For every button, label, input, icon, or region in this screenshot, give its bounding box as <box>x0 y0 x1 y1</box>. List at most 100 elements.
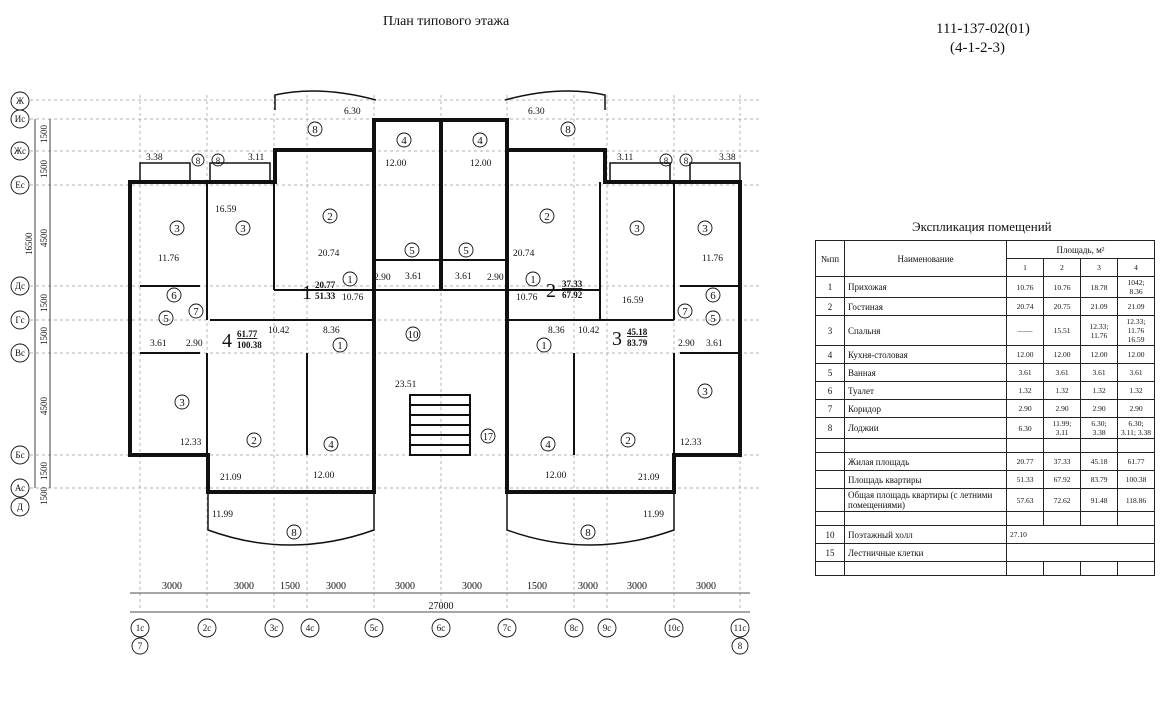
axis-label: 9с <box>603 623 612 633</box>
dim-bottom: 3000 <box>326 581 346 592</box>
room-mark: 2 <box>625 435 631 447</box>
area-label: 12.00 <box>385 159 407 169</box>
empty-cell <box>1117 511 1155 526</box>
room-mark: 5 <box>463 245 469 257</box>
extra-value <box>1006 543 1155 562</box>
header-num: №пп <box>815 240 845 277</box>
axis-label: Д <box>17 502 23 512</box>
apartment-total: 100.38 <box>237 340 262 350</box>
row-value: 12.33; 11.76 <box>1080 315 1118 346</box>
row-value: 11.99; 3.11 <box>1043 417 1081 439</box>
room-mark: 8 <box>216 156 221 166</box>
axis-label: Ж <box>16 96 25 106</box>
area-label: 10.76 <box>516 293 538 303</box>
extra-num: 15 <box>815 543 845 562</box>
row-num: 1 <box>815 276 845 298</box>
dim-bottom: 1500 <box>527 581 547 592</box>
room-mark: 4 <box>401 135 407 147</box>
outer-walls <box>128 118 742 494</box>
row-value: 12.00 <box>1006 345 1044 364</box>
header-apt: 1 <box>1006 258 1044 277</box>
axis-label: 7 <box>138 641 143 651</box>
table-gap-row <box>815 511 1155 526</box>
dim-left: 1500 <box>39 327 49 346</box>
summary-value: 118.86 <box>1117 488 1155 512</box>
axis-label: 6с <box>437 623 446 633</box>
row-value: 20.74 <box>1006 297 1044 316</box>
dim-bottom: 3000 <box>234 581 254 592</box>
summary-value: 20.77 <box>1006 452 1044 471</box>
room-mark: 2 <box>251 435 257 447</box>
axis-label: Жс <box>14 146 26 156</box>
summary-value: 83.79 <box>1080 470 1118 489</box>
row-num: 2 <box>815 297 845 316</box>
row-value: 18.78 <box>1080 276 1118 298</box>
loggias <box>139 90 741 546</box>
inner-walls <box>140 182 740 456</box>
page-title: План типового этажа <box>383 14 510 29</box>
room-mark: 6 <box>710 290 716 302</box>
axis-label: 1с <box>136 623 145 633</box>
apartment-living: 37.33 <box>562 279 583 289</box>
dim-bottom: 3000 <box>627 581 647 592</box>
header-apt: 3 <box>1080 258 1118 277</box>
empty-cell <box>1043 561 1081 576</box>
area-label: 16.59 <box>622 296 644 306</box>
row-value: 10.76 <box>1006 276 1044 298</box>
empty-cell <box>1080 511 1118 526</box>
apartment-total: 83.79 <box>627 338 648 348</box>
area-label: 3.38 <box>719 153 736 163</box>
empty-cell <box>844 511 1007 526</box>
area-label: 2.90 <box>186 339 203 349</box>
row-value: 20.75 <box>1043 297 1081 316</box>
room-mark: 8 <box>565 124 571 136</box>
table-gap-row <box>815 561 1155 576</box>
room-area-labels: 6.30 6.30 3.38 3.11 3.11 3.38 12.00 12.0… <box>146 107 736 520</box>
row-value: 3.61 <box>1043 363 1081 382</box>
header-apt: 4 <box>1117 258 1155 277</box>
room-mark: 3 <box>702 223 708 235</box>
room-mark: 4 <box>477 135 483 147</box>
area-label: 8.36 <box>323 326 340 336</box>
summary-value: 51.33 <box>1006 470 1044 489</box>
dim-left: 1500 <box>39 125 49 144</box>
row-value: 1.32 <box>1117 381 1155 400</box>
row-value: 12.00 <box>1080 345 1118 364</box>
area-label: 12.33 <box>180 438 202 448</box>
row-value: 1042; 8.36 <box>1117 276 1155 298</box>
row-value: 6.30; 3.38 <box>1080 417 1118 439</box>
empty-cell <box>1043 438 1081 453</box>
row-num: 5 <box>815 363 845 382</box>
room-mark: 3 <box>179 397 185 409</box>
axis-label: Ас <box>15 483 25 493</box>
axis-label: Дс <box>15 281 25 291</box>
row-value: 2.90 <box>1117 399 1155 418</box>
empty-cell <box>1117 438 1155 453</box>
axis-label: Бс <box>15 450 24 460</box>
extra-name: Поэтажный холл <box>844 525 1007 544</box>
axis-label: 2с <box>203 623 212 633</box>
apartment-labels: 1 20.77 51.33 2 37.33 67.92 3 45.18 83.7… <box>222 279 648 352</box>
apartment-living: 20.77 <box>315 280 336 290</box>
row-num: 4 <box>815 345 845 364</box>
row-name: Туалет <box>844 381 1007 400</box>
summary-name: Общая площадь квартиры (с летними помеще… <box>844 488 1007 512</box>
area-label: 3.61 <box>405 272 422 282</box>
apartment-number: 2 <box>546 280 556 302</box>
area-label: 21.09 <box>638 473 660 483</box>
dim-bottom: 3000 <box>462 581 482 592</box>
row-value: 1.32 <box>1043 381 1081 400</box>
row-value: 1.32 <box>1080 381 1118 400</box>
row-name: Спальня <box>844 315 1007 346</box>
room-mark: 10 <box>408 329 420 341</box>
axis-label: 5с <box>370 623 379 633</box>
row-value: 15.51 <box>1043 315 1081 346</box>
room-mark: 1 <box>530 274 536 286</box>
room-mark: 4 <box>545 439 551 451</box>
row-value: 2.90 <box>1080 399 1118 418</box>
row-num: 3 <box>815 315 845 346</box>
row-value: 12.33; 11.76 16.59 <box>1117 315 1155 346</box>
